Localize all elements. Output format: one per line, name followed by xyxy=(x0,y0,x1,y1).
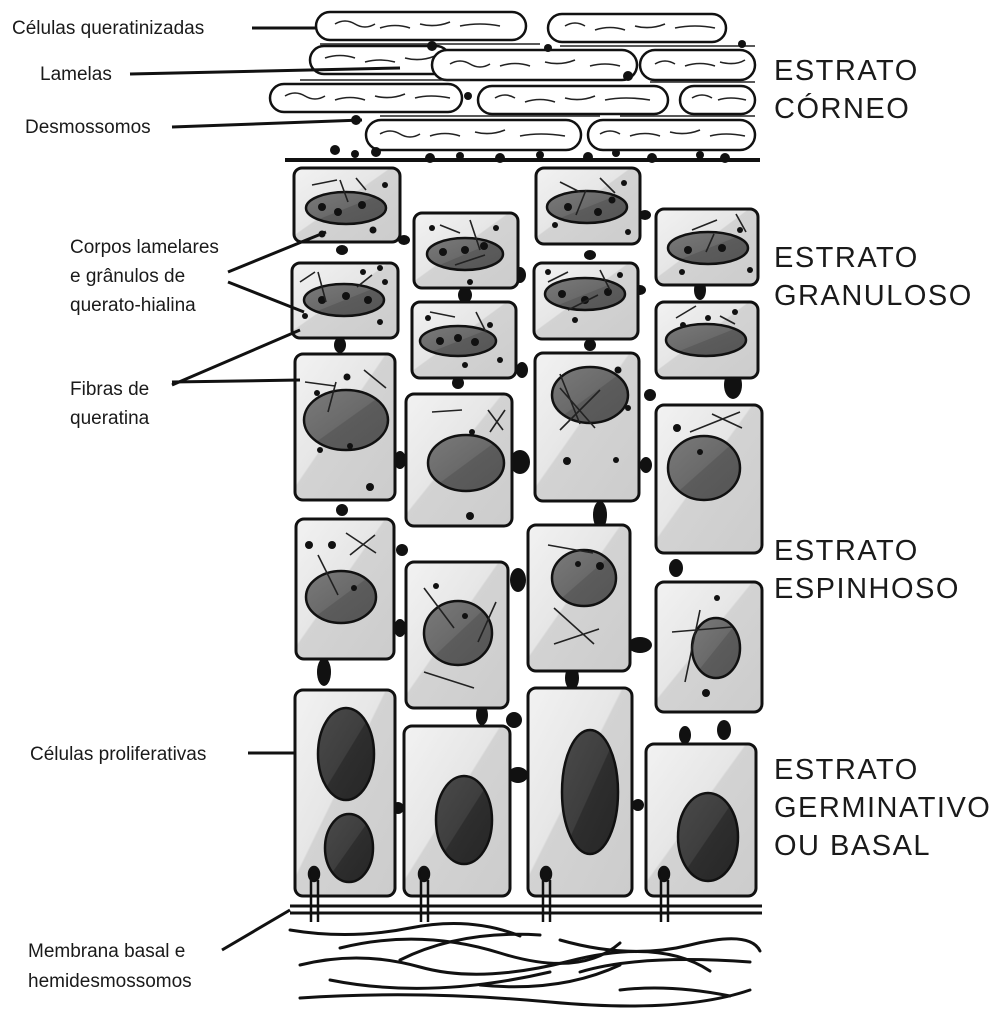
label-fibras-2: queratina xyxy=(70,408,150,429)
stratum-corneum-cells xyxy=(270,12,760,163)
basement-membrane xyxy=(290,906,762,1006)
stratum-espinhoso-line1: ESTRATO xyxy=(774,535,919,567)
label-membrana-1: Membrana basal e xyxy=(28,941,185,962)
stratum-corneo-line2: CÓRNEO xyxy=(774,92,910,125)
label-celulas-queratinizadas: Células queratinizadas xyxy=(12,18,204,39)
stratum-germinativo-line2: GERMINATIVO xyxy=(774,792,991,824)
stratum-corneo-line1: ESTRATO xyxy=(774,55,919,87)
stratum-espinhoso-line2: ESPINHOSO xyxy=(774,573,960,605)
label-corpos-lamelares-2: e grânulos de xyxy=(70,266,185,287)
left-labels: Células queratinizadas Lamelas Desmossom… xyxy=(12,18,219,992)
label-corpos-lamelares-1: Corpos lamelares xyxy=(70,237,219,258)
stratum-germinativo-line3: OU BASAL xyxy=(774,830,931,862)
label-lamelas: Lamelas xyxy=(40,64,112,85)
stratum-granuloso-line2: GRANULOSO xyxy=(774,280,973,312)
stratum-spinosum-cells xyxy=(295,353,762,712)
label-celulas-proliferativas: Células proliferativas xyxy=(30,744,206,765)
label-corpos-lamelares-3: querato-hialina xyxy=(70,295,196,316)
label-desmossomos: Desmossomos xyxy=(25,117,151,138)
stratum-basale-cells xyxy=(295,688,756,922)
label-membrana-2: hemidesmossomos xyxy=(28,971,192,992)
stratum-germinativo-line1: ESTRATO xyxy=(774,754,919,786)
stratum-granuloso-line1: ESTRATO xyxy=(774,242,919,274)
label-fibras-1: Fibras de xyxy=(70,379,149,400)
stratum-labels: ESTRATO CÓRNEO ESTRATO GRANULOSO ESTRATO… xyxy=(774,55,991,862)
